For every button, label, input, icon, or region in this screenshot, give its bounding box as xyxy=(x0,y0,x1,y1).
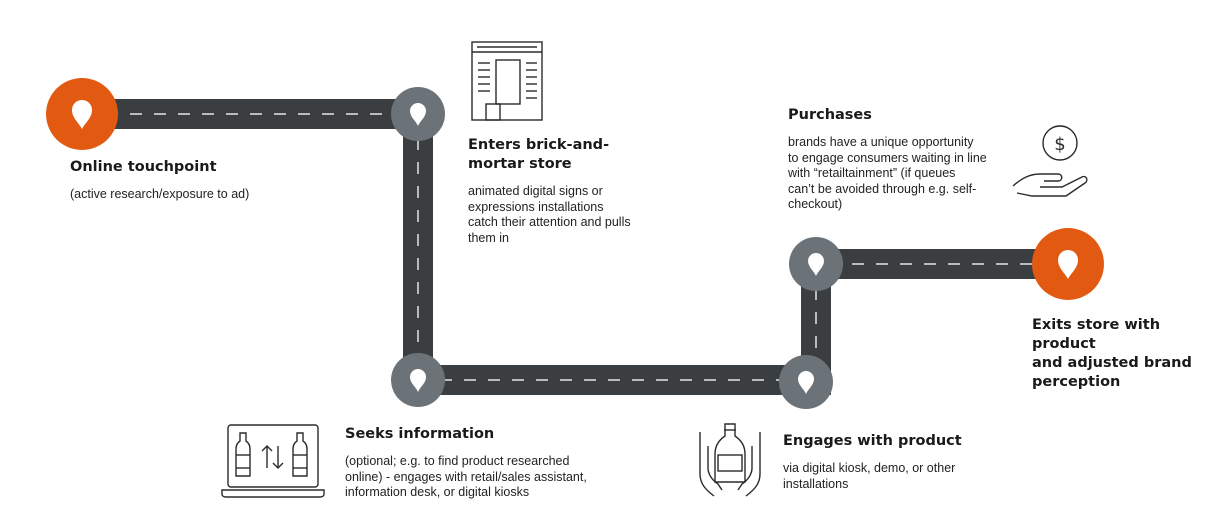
step-title: Seeks information xyxy=(345,426,495,442)
pin-store xyxy=(391,87,445,141)
step-title: Purchases xyxy=(788,107,872,123)
step-description: via digital kiosk, demo, or other instal… xyxy=(783,461,956,491)
step-description: (optional; e.g. to find product research… xyxy=(345,454,587,499)
pin-seeks xyxy=(391,353,445,407)
pin-online xyxy=(46,78,118,150)
coin-symbol: $ xyxy=(1054,134,1065,155)
map-pin-icon xyxy=(410,369,426,392)
step-title: Online touchpoint xyxy=(70,159,217,175)
hand-coin-icon: $ xyxy=(1012,125,1088,197)
map-pin-icon xyxy=(72,100,92,129)
step-title: Enters brick-and- mortar store xyxy=(468,137,610,172)
pin-engages xyxy=(779,355,833,409)
pin-purchases xyxy=(789,237,843,291)
step-description: animated digital signs or expressions in… xyxy=(468,184,631,245)
map-pin-icon xyxy=(410,103,426,126)
step-purchases: Purchases brands have a unique opportuni… xyxy=(788,106,1008,213)
step-title: Engages with product xyxy=(783,433,962,449)
building-icon xyxy=(471,41,543,121)
step-title: Exits store with product and adjusted br… xyxy=(1032,317,1192,390)
step-description: brands have a unique opportunity to enga… xyxy=(788,135,987,211)
step-exits: Exits store with product and adjusted br… xyxy=(1032,316,1210,392)
road xyxy=(82,99,1068,395)
step-online: Online touchpoint (active research/expos… xyxy=(70,158,370,203)
pin-exits xyxy=(1032,228,1104,300)
map-pin-icon xyxy=(1058,250,1078,279)
laptop-bottles-icon xyxy=(221,424,325,498)
road-center-dashes xyxy=(82,113,1068,381)
map-pin-icon xyxy=(798,371,814,394)
hands-bottle-icon xyxy=(699,423,761,497)
step-store: Enters brick-and- mortar store animated … xyxy=(468,136,668,246)
step-seeks: Seeks information (optional; e.g. to fin… xyxy=(345,425,625,501)
map-pin-icon xyxy=(808,253,824,276)
step-description: (active research/exposure to ad) xyxy=(70,187,250,201)
step-engages: Engages with product via digital kiosk, … xyxy=(783,432,1013,492)
